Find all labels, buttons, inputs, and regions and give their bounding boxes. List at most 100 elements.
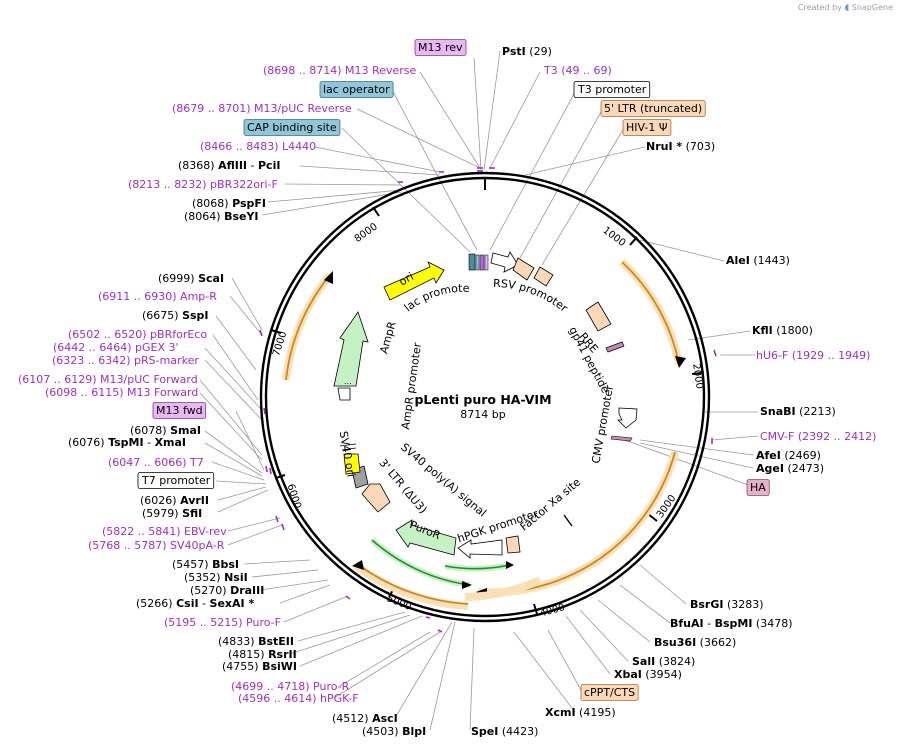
factor-xa-label: Factor Xa site bbox=[518, 475, 584, 533]
map-label-lb29[interactable]: (6078) SmaI bbox=[130, 424, 201, 437]
map-label-lb5[interactable]: T3 promoter bbox=[573, 81, 651, 98]
map-label-lb34[interactable]: (6047 .. 6066) T7 bbox=[108, 456, 204, 469]
rre-feature bbox=[585, 301, 612, 332]
map-label-lb43[interactable]: (5270) DraIII bbox=[190, 584, 264, 597]
map-label-part: HIV-1 Ψ bbox=[626, 121, 668, 134]
map-label-text: (4512) AscI bbox=[332, 712, 398, 725]
map-label-lb1[interactable]: PstI (29) bbox=[502, 45, 552, 58]
map-label-part: (8064) bbox=[184, 210, 224, 223]
map-label-lb10[interactable]: (8466 .. 8483) L4440 bbox=[200, 140, 316, 153]
map-label-lb42[interactable]: (5352) NsiI bbox=[184, 571, 248, 584]
map-label-lb41[interactable]: (5457) BbsI bbox=[172, 558, 239, 571]
map-label-lb31[interactable]: (6076) TspMI - XmaI bbox=[68, 436, 186, 449]
map-label-lb18[interactable]: (6911 .. 6930) Amp-R bbox=[98, 290, 217, 303]
m13rev-feature bbox=[484, 254, 489, 271]
map-label-part: hU6-F bbox=[756, 349, 788, 362]
map-label-lb16[interactable]: AleI (1443) bbox=[726, 254, 790, 267]
map-label-part: T3 promoter bbox=[577, 83, 647, 96]
map-label-part: (3283) bbox=[723, 598, 763, 611]
map-label-part: (8068) bbox=[192, 197, 232, 210]
map-label-lb54[interactable]: (4699 .. 4718) Puro-R bbox=[231, 680, 350, 693]
map-label-lb37[interactable]: (6026) AvrII bbox=[140, 494, 209, 507]
map-label-part: (6442 .. 6464) pGEX 3' bbox=[53, 341, 179, 354]
map-label-lb30[interactable]: CMV-F (2392 .. 2412) bbox=[760, 430, 876, 443]
map-label-text: BsrGI (3283) bbox=[690, 598, 764, 611]
map-label-lb24[interactable]: (6323 .. 6342) pRS-marker bbox=[52, 354, 199, 367]
map-label-lb45[interactable]: BsrGI (3283) bbox=[690, 598, 764, 611]
map-label-lb51[interactable]: SalI (3824) bbox=[632, 655, 695, 668]
map-label-box bbox=[580, 684, 639, 701]
map-label-part: (5457) bbox=[172, 558, 212, 571]
map-label-lb28[interactable]: M13 fwd bbox=[152, 402, 207, 419]
map-label-text: (6442 .. 6464) pGEX 3' bbox=[53, 341, 179, 354]
map-label-lb60[interactable]: SpeI (4423) bbox=[471, 725, 538, 738]
map-label-text: CAP binding site bbox=[247, 121, 337, 134]
map-label-lb57[interactable]: XcmI (4195) bbox=[545, 706, 616, 719]
map-label-lb17[interactable]: (6999) ScaI bbox=[158, 272, 224, 285]
map-label-lb0[interactable]: M13 rev bbox=[414, 39, 467, 56]
map-label-lb33[interactable]: AgeI (2473) bbox=[756, 462, 824, 475]
orf-arcs bbox=[282, 259, 686, 610]
map-label-lb55[interactable]: cPPT/CTS bbox=[580, 684, 639, 701]
map-label-lb6[interactable]: (8679 .. 8701) M13/pUC Reverse bbox=[172, 102, 352, 115]
map-label-lb36[interactable]: HA bbox=[746, 479, 770, 496]
t3-promoter-feature bbox=[479, 254, 485, 271]
map-label-lb49[interactable]: (4833) BstEII bbox=[218, 635, 294, 648]
puror-feature-arrow bbox=[395, 519, 457, 556]
5ltr-feature bbox=[512, 257, 535, 281]
map-label-lb32[interactable]: AfeI (2469) bbox=[756, 449, 821, 462]
puror-orf-arcs bbox=[370, 537, 514, 589]
map-label-lb38[interactable]: (5979) SfiI bbox=[142, 507, 202, 520]
map-label-lb15[interactable]: (8064) BseYI bbox=[184, 210, 259, 223]
map-label-part: (5266) bbox=[136, 597, 176, 610]
map-label-text: (5352) NsiI bbox=[184, 571, 248, 584]
map-label-part: (8679 .. 8701) M13/pUC Reverse bbox=[172, 102, 352, 115]
map-label-lb23[interactable]: hU6-F (1929 .. 1949) bbox=[756, 349, 870, 362]
map-label-part: (4503) bbox=[362, 725, 402, 738]
map-label-lb20[interactable]: KflI (1800) bbox=[752, 324, 813, 337]
map-label-lb35[interactable]: T7 promoter bbox=[137, 472, 215, 489]
map-label-text: T7 promoter bbox=[141, 474, 211, 487]
map-label-lb39[interactable]: (5822 .. 5841) EBV-rev bbox=[102, 525, 227, 538]
map-label-text: (4815) RsrII bbox=[228, 648, 297, 661]
map-label-lb14[interactable]: (8068) PspFI bbox=[192, 197, 266, 210]
map-label-part: CMV-F bbox=[760, 430, 794, 443]
map-label-lb26[interactable]: (6098 .. 6115) M13 Forward bbox=[45, 386, 198, 399]
map-label-lb2[interactable]: (8698 .. 8714) M13 Reverse bbox=[263, 64, 416, 77]
map-label-lb59[interactable]: (4503) BlpI bbox=[362, 725, 426, 738]
map-label-part: (3824) bbox=[655, 655, 695, 668]
map-label-text: (6999) ScaI bbox=[158, 272, 224, 285]
map-label-lb11[interactable]: NruI * (703) bbox=[646, 140, 715, 153]
map-label-lb25[interactable]: (6107 .. 6129) M13/pUC Forward bbox=[18, 373, 198, 386]
map-label-part: (6078) bbox=[130, 424, 170, 437]
map-label-lb9[interactable]: HIV-1 Ψ bbox=[622, 119, 672, 136]
map-label-lb52[interactable]: (4755) BsiWI bbox=[222, 660, 297, 673]
map-label-lb50[interactable]: (4815) RsrII bbox=[228, 648, 297, 661]
map-label-lb4[interactable]: lac operator bbox=[319, 81, 394, 98]
rsv-promoter-label: RSV promoter bbox=[493, 277, 571, 315]
map-label-lb46[interactable]: (5195 .. 5215) Puro-F bbox=[164, 616, 281, 629]
map-label-part: AvrII bbox=[180, 494, 209, 507]
map-label-lb8[interactable]: CAP binding site bbox=[243, 119, 341, 136]
map-label-lb3[interactable]: T3 (49 .. 69) bbox=[543, 64, 612, 77]
map-label-part: T7 promoter bbox=[141, 474, 211, 487]
map-label-lb22[interactable]: (6442 .. 6464) pGEX 3' bbox=[53, 341, 179, 354]
map-label-lb19[interactable]: (6675) SspI bbox=[142, 309, 209, 322]
map-label-lb53[interactable]: XbaI (3954) bbox=[614, 668, 682, 681]
map-label-lb44[interactable]: (5266) CsiI - SexAI * bbox=[136, 597, 254, 610]
ampr-promoter-label: AmpR promoter bbox=[399, 341, 424, 430]
map-label-lb12[interactable]: (8368) AflIII - PciI bbox=[178, 159, 280, 172]
map-label-lb47[interactable]: BfuAI - BspMI (3478) bbox=[670, 617, 793, 630]
map-label-part: BstEII bbox=[258, 635, 294, 648]
map-label-text: (4833) BstEII bbox=[218, 635, 294, 648]
map-label-lb40[interactable]: (5768 .. 5787) SV40pA-R bbox=[88, 539, 225, 552]
map-label-lb48[interactable]: Bsu36I (3662) bbox=[654, 636, 736, 649]
map-label-lb27[interactable]: SnaBI (2213) bbox=[760, 405, 836, 418]
map-label-part: (6323 .. 6342) pRS-marker bbox=[52, 354, 199, 367]
map-label-lb56[interactable]: (4596 .. 4614) hPGK-F bbox=[238, 692, 359, 705]
hpgk-promoter-feature-arrow bbox=[457, 539, 503, 559]
map-label-lb13[interactable]: (8213 .. 8232) pBR322ori-F bbox=[128, 178, 278, 191]
map-label-lb21[interactable]: (6502 .. 6520) pBRforEco bbox=[68, 328, 207, 341]
map-label-lb7[interactable]: 5' LTR (truncated) bbox=[600, 100, 706, 117]
map-label-lb58[interactable]: (4512) AscI bbox=[332, 712, 398, 725]
